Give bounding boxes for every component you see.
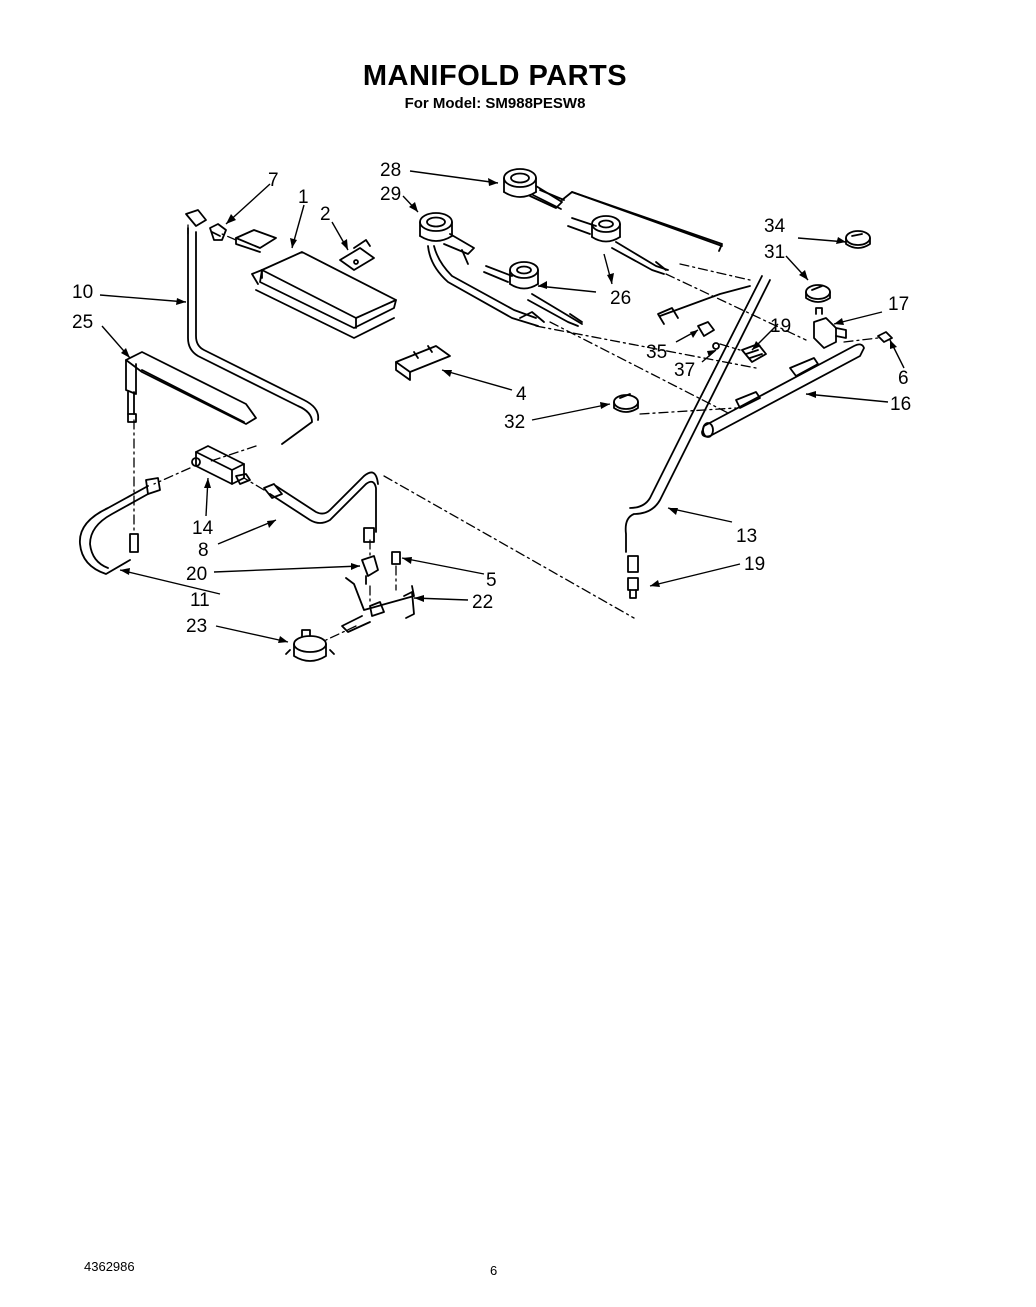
tube-13 bbox=[624, 275, 771, 573]
bracket-22 bbox=[341, 577, 415, 633]
callout-29: 29 bbox=[380, 184, 401, 205]
callout-4: 4 bbox=[516, 384, 527, 405]
fitting-6 bbox=[877, 331, 893, 343]
callout-7: 7 bbox=[268, 170, 279, 191]
part-20 bbox=[361, 555, 379, 585]
callout-16: 16 bbox=[890, 394, 911, 415]
burner-26 bbox=[483, 261, 583, 327]
callout-5: 5 bbox=[486, 570, 497, 591]
oven-burner-1 bbox=[235, 229, 397, 339]
fitting-37 bbox=[712, 342, 720, 350]
callout-11: 11 bbox=[190, 590, 210, 611]
bracket-4 bbox=[395, 345, 451, 381]
model-subtitle: For Model: SM988PESW8 bbox=[404, 95, 586, 112]
callout-10: 10 bbox=[72, 282, 93, 303]
callout-20: 20 bbox=[186, 564, 207, 585]
knob-34 bbox=[845, 230, 871, 249]
page-title: MANIFOLD PARTS bbox=[362, 60, 628, 92]
tube-8 bbox=[263, 471, 379, 543]
knob-31 bbox=[805, 284, 831, 303]
fitting-19-upper bbox=[741, 343, 767, 363]
callout-28: 28 bbox=[380, 160, 401, 181]
callout-6: 6 bbox=[898, 368, 909, 389]
callout-19-lower: 19 bbox=[744, 554, 765, 575]
callout-32: 32 bbox=[504, 412, 525, 433]
document-number: 4362986 bbox=[84, 1259, 135, 1274]
burner-rear-right bbox=[567, 215, 669, 275]
orifice-7 bbox=[209, 223, 227, 241]
callout-23: 23 bbox=[186, 616, 207, 637]
callout-25: 25 bbox=[72, 312, 93, 333]
valve-17 bbox=[813, 307, 847, 349]
callout-37: 37 bbox=[674, 360, 695, 381]
bracket-2 bbox=[339, 239, 375, 271]
burner-28 bbox=[503, 168, 723, 252]
tube-10 bbox=[185, 209, 320, 445]
fitting-19-lower bbox=[627, 577, 639, 599]
knob-32 bbox=[613, 393, 639, 413]
callout-17: 17 bbox=[888, 294, 909, 315]
callout-31: 31 bbox=[764, 242, 785, 263]
callout-8: 8 bbox=[198, 540, 209, 561]
callout-13: 13 bbox=[736, 526, 757, 547]
callout-19-upper: 19 bbox=[770, 316, 791, 337]
fitting-35 bbox=[697, 321, 715, 337]
manifold-pipe-16 bbox=[701, 343, 865, 438]
burner-29 bbox=[419, 212, 545, 327]
part-5 bbox=[391, 551, 401, 565]
callout-22: 22 bbox=[472, 592, 493, 613]
callout-35: 35 bbox=[646, 342, 667, 363]
page-number: 6 bbox=[490, 1263, 498, 1278]
tube-11 bbox=[79, 477, 161, 575]
regulator-23 bbox=[285, 629, 335, 662]
callout-2: 2 bbox=[320, 204, 331, 225]
callout-14: 14 bbox=[192, 518, 214, 539]
callout-1: 1 bbox=[298, 187, 309, 208]
callout-26: 26 bbox=[610, 288, 631, 309]
valve-14 bbox=[191, 445, 251, 485]
callout-34: 34 bbox=[764, 216, 786, 237]
igniter-25 bbox=[125, 351, 257, 425]
